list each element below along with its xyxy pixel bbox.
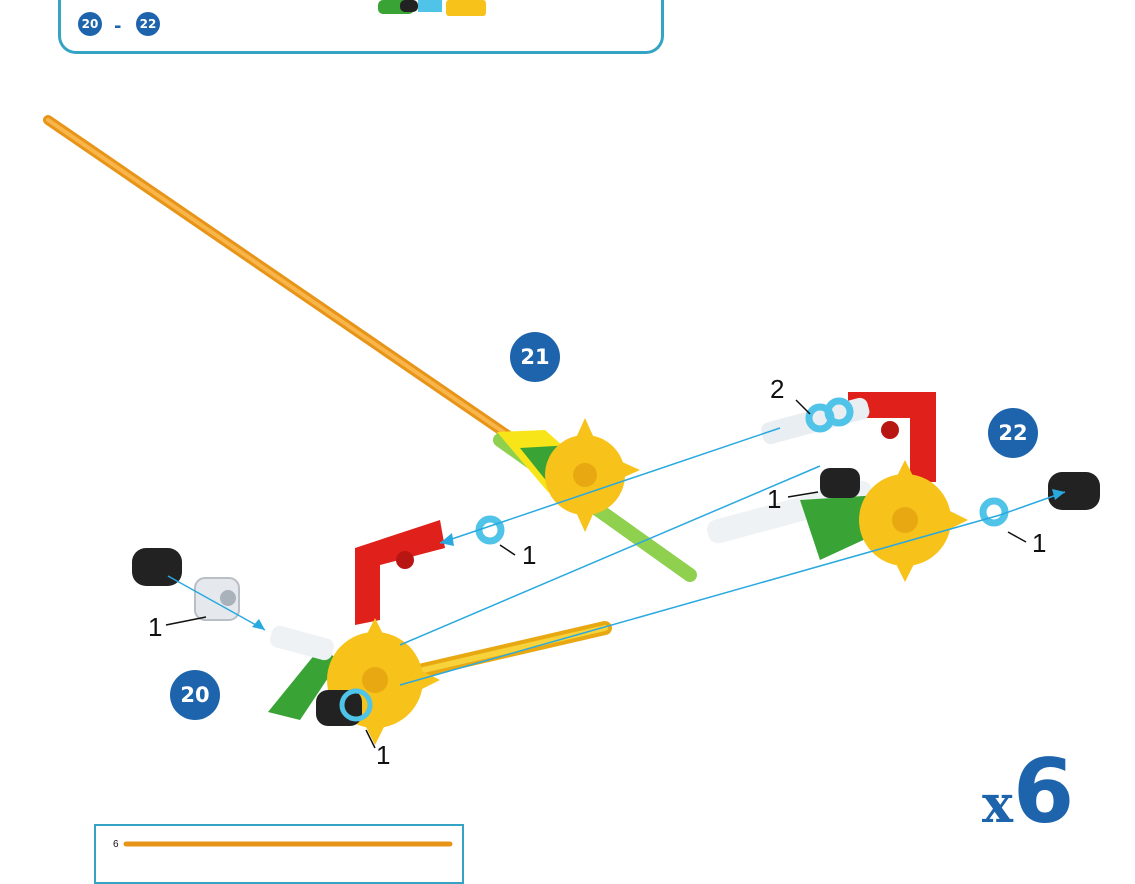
multiplier-x: x xyxy=(982,774,1014,835)
callout-leaders xyxy=(165,399,1027,749)
qty-callout-right-spacer: 1 xyxy=(1032,528,1047,558)
qty-callout-spacer: 1 xyxy=(522,540,537,570)
assembly-arrows xyxy=(167,427,1066,686)
qty-callout-white-spacer: 1 xyxy=(148,612,163,642)
mid-spacer xyxy=(475,515,505,545)
long-orange-rod xyxy=(43,115,520,445)
step-21-badge: 21 xyxy=(510,332,560,382)
range-start-badge: 20 xyxy=(78,12,102,36)
range-separator: - xyxy=(114,16,122,37)
range-end-badge: 22 xyxy=(136,12,160,36)
parts-legend-qty: 6 xyxy=(113,839,119,850)
right-black-cap xyxy=(1048,472,1100,510)
right-red-connector xyxy=(848,392,936,482)
qty-callout-spacers: 2 xyxy=(770,374,785,404)
qty-callout-cap: 1 xyxy=(767,484,782,514)
multiplier-label: x6 xyxy=(982,748,1074,836)
right-gear-assembly xyxy=(800,460,968,582)
step-22-badge: 22 xyxy=(988,408,1038,458)
left-white-spacer xyxy=(194,577,240,621)
left-red-connector xyxy=(355,520,445,625)
assembly-illustration xyxy=(43,0,1100,749)
qty-callout-left-cap: 1 xyxy=(376,740,391,770)
parts-legend-panel xyxy=(94,824,464,884)
parts-legend-rod xyxy=(123,841,453,847)
center-gear-assembly xyxy=(493,418,697,582)
preview-model-fragment xyxy=(378,0,486,16)
right-spacer xyxy=(979,497,1009,527)
multiplier-count: 6 xyxy=(1013,740,1075,843)
left-gear-assembly xyxy=(268,618,440,745)
step-range-panel xyxy=(58,0,664,54)
instruction-page: 20 - 22 xyxy=(43,0,1100,884)
step-20-badge: 20 xyxy=(170,670,220,720)
arrow-heads xyxy=(252,489,1065,630)
